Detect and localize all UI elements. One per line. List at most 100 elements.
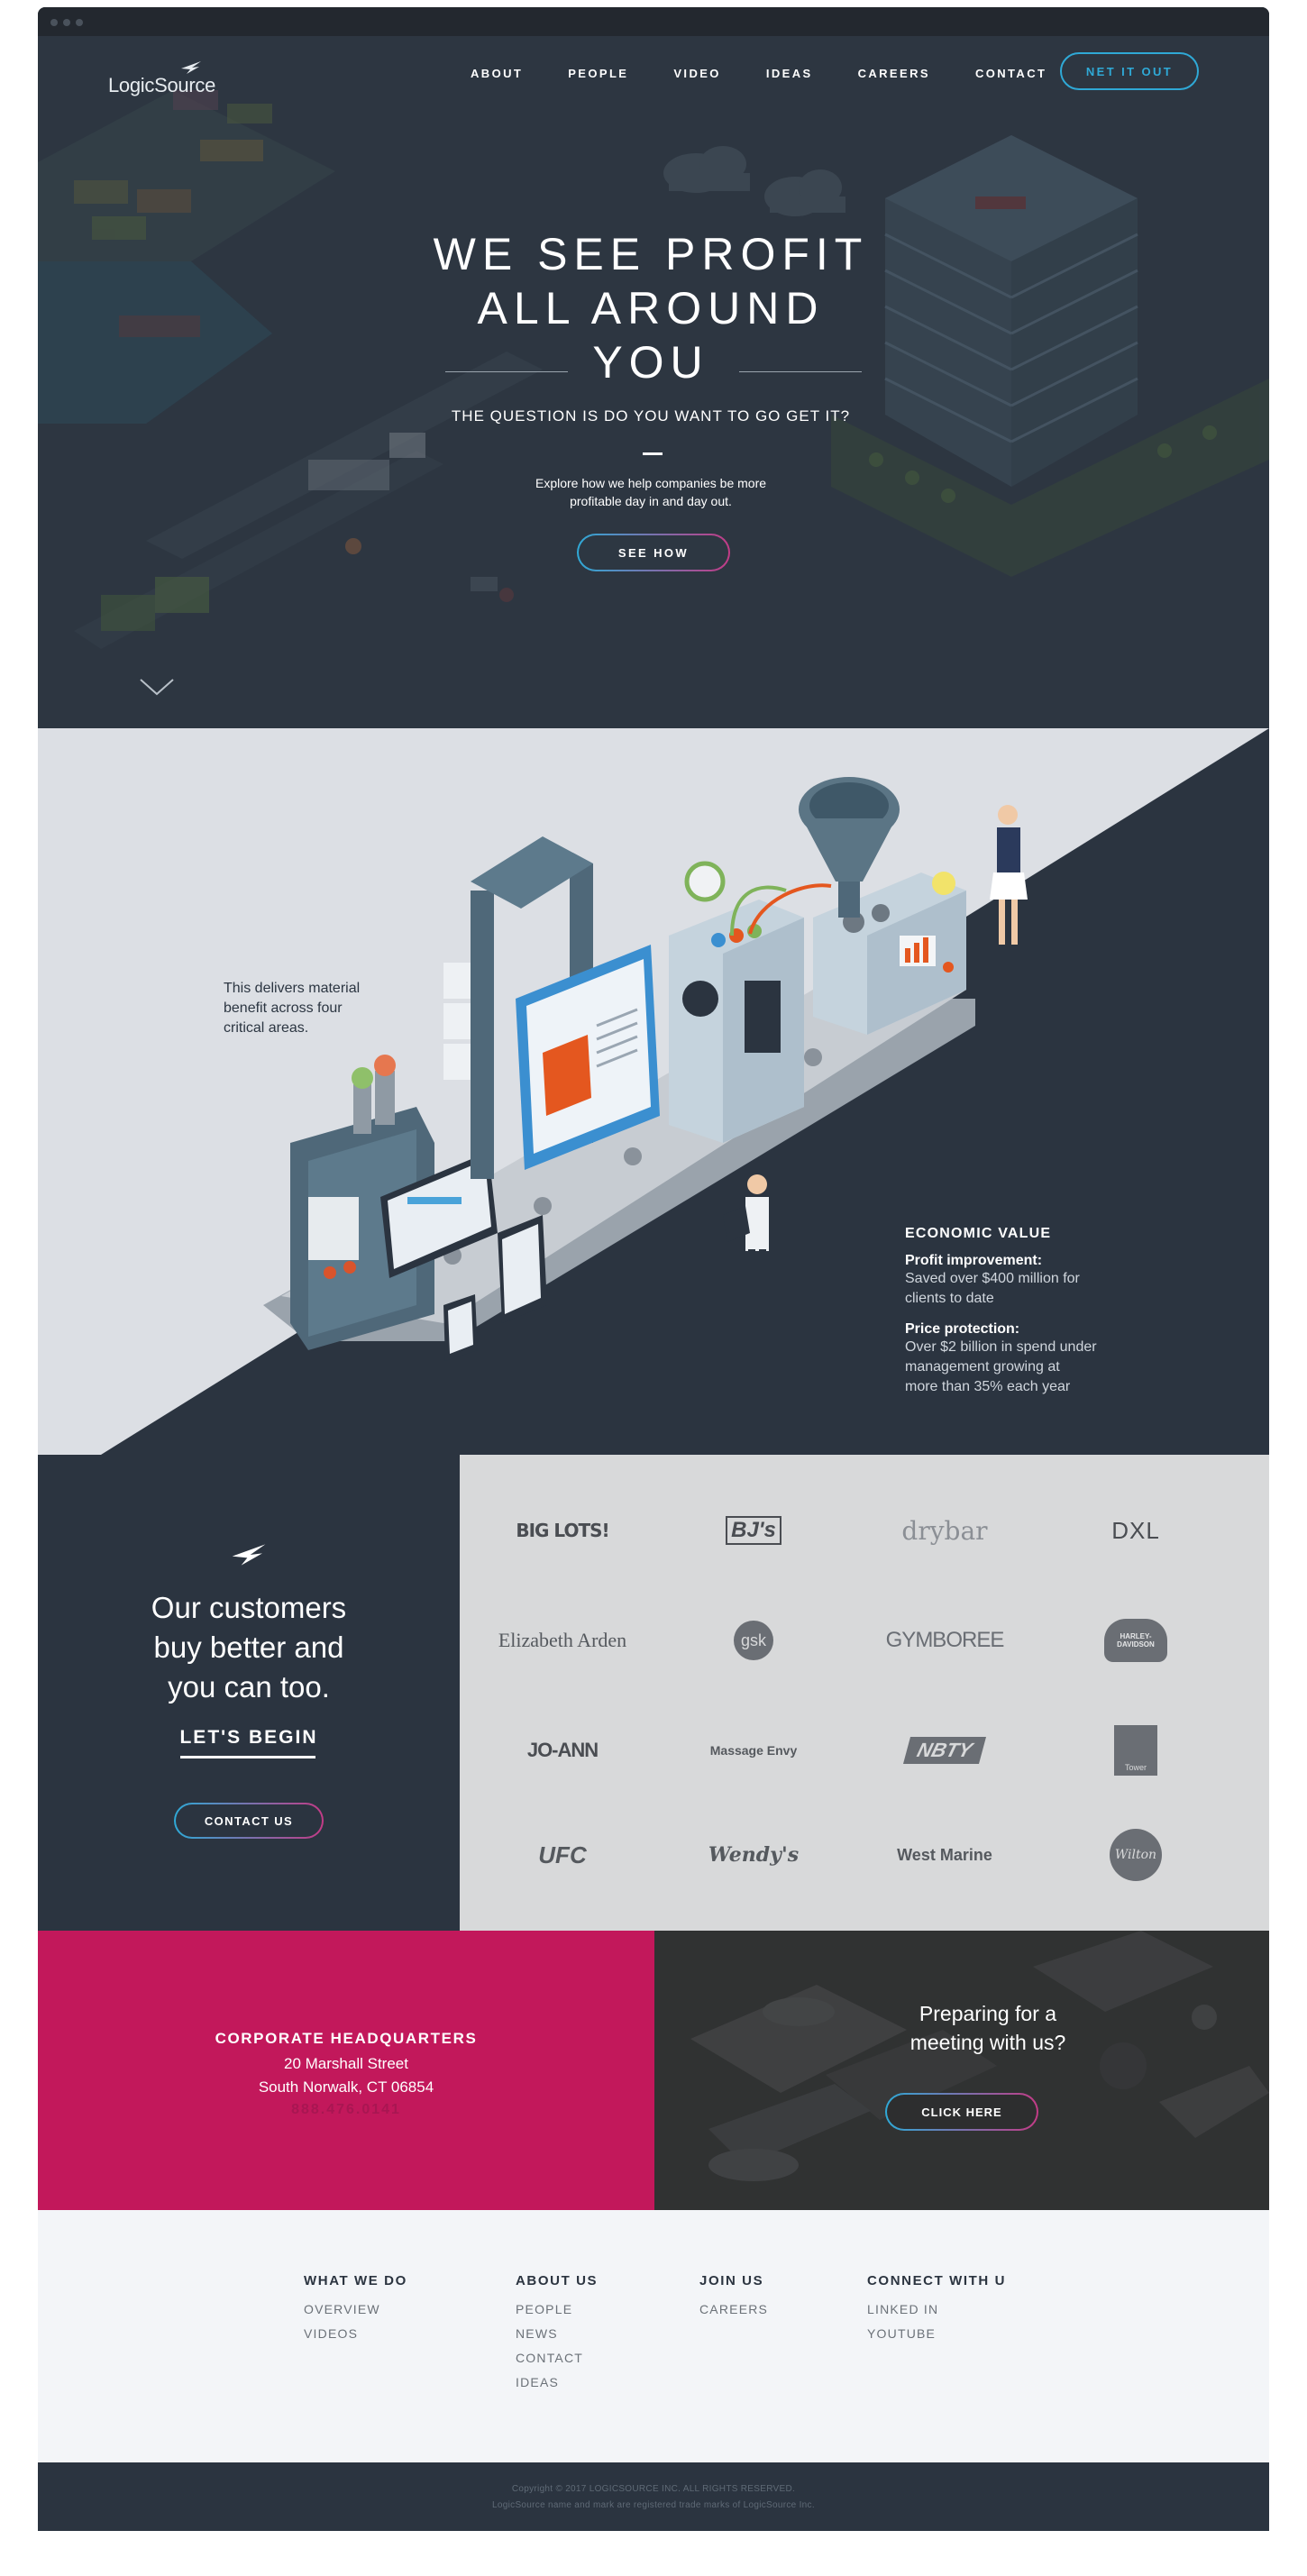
- econ-text-line: management growing at: [905, 1359, 1060, 1375]
- see-how-button[interactable]: SEE HOW: [577, 534, 730, 571]
- machine-note-line: critical areas.: [224, 1020, 309, 1036]
- hero-title: WE SEE PROFIT ALL AROUND YOU: [398, 227, 903, 389]
- machine-illustration: [38, 728, 1269, 1455]
- client-logo: Wilton: [1046, 1819, 1226, 1891]
- main-nav: ABOUT PEOPLE VIDEO IDEAS CAREERS CONTACT: [471, 67, 1092, 80]
- click-here-button[interactable]: CLICK HERE: [885, 2093, 1038, 2131]
- hero-description-line: profitable day in and day out.: [570, 494, 732, 508]
- client-logo-name: Tower: [1114, 1725, 1157, 1776]
- hero-city-illustration: [38, 36, 1269, 728]
- client-logo-name: GYMBOREE: [885, 1628, 1005, 1652]
- client-logo: Tower: [1046, 1714, 1226, 1786]
- footer-column-connect: CONNECT WITH U LINKED IN YOUTUBE: [867, 2273, 1006, 2346]
- hero-title-line: YOU: [592, 337, 709, 388]
- hero-divider: [643, 452, 663, 455]
- economic-value-title: ECONOMIC VALUE: [905, 1226, 1052, 1241]
- hero-title-line: WE SEE PROFIT: [433, 229, 869, 279]
- meeting-headline: Preparing for a meeting with us?: [871, 1999, 1105, 2057]
- client-logo-name: Wendy's: [708, 1843, 800, 1867]
- econ-text-line: clients to date: [905, 1291, 994, 1306]
- hero-section: LogicSource ABOUT PEOPLE VIDEO IDEAS CAR…: [38, 36, 1269, 728]
- machine-note-line: benefit across four: [224, 1000, 343, 1016]
- footer-link-overview[interactable]: OVERVIEW: [304, 2302, 380, 2316]
- nav-careers[interactable]: CAREERS: [857, 67, 930, 80]
- meeting-headline-line: Preparing for a: [919, 2002, 1057, 2025]
- client-logo: Wendy's: [663, 1819, 844, 1891]
- hero-subtitle: THE QUESTION IS DO YOU WANT TO GO GET IT…: [451, 407, 851, 425]
- client-logo: JO-ANN: [472, 1714, 653, 1786]
- econ-text-line: Over $2 billion in spend under: [905, 1339, 1097, 1355]
- client-logo: West Marine: [855, 1819, 1035, 1891]
- footer-link-people[interactable]: PEOPLE: [516, 2302, 573, 2316]
- nav-about[interactable]: ABOUT: [471, 67, 524, 80]
- customers-headline-line: Our customers: [151, 1591, 347, 1624]
- client-logos-grid: BIG LOTS! BJ's drybar DXL Elizabeth Arde…: [460, 1455, 1269, 1931]
- person-figure: [990, 805, 1028, 945]
- chevron-down-icon[interactable]: [139, 678, 175, 696]
- client-logo-name: DXL: [1111, 1516, 1160, 1544]
- client-logo: UFC: [472, 1819, 653, 1891]
- desk-photo: [654, 1931, 1269, 2210]
- footer-link-contact[interactable]: CONTACT: [516, 2351, 584, 2365]
- client-logo: GYMBOREE: [855, 1604, 1035, 1676]
- client-logo-name: West Marine: [897, 1845, 992, 1864]
- person-figure: [723, 1174, 769, 1303]
- customers-panel: Our customers buy better and you can too…: [38, 1455, 460, 1931]
- brand-name: LogicSource: [108, 74, 215, 96]
- nav-video[interactable]: VIDEO: [673, 67, 721, 80]
- footer-link-news[interactable]: NEWS: [516, 2326, 558, 2341]
- nav-contact[interactable]: CONTACT: [974, 67, 1047, 80]
- client-logo: BIG LOTS!: [472, 1494, 653, 1567]
- footer-link-videos[interactable]: VIDEOS: [304, 2326, 359, 2341]
- footer-heading: CONNECT WITH U: [867, 2273, 1007, 2288]
- machine-section: This delivers material benefit across fo…: [38, 728, 1269, 1455]
- machine-note: This delivers material benefit across fo…: [224, 979, 395, 1038]
- nav-ideas[interactable]: IDEAS: [765, 67, 813, 80]
- contact-us-button[interactable]: CONTACT US: [174, 1803, 324, 1839]
- copyright-text: Copyright © 2017 LOGICSOURCE INC. ALL RI…: [511, 2484, 796, 2494]
- hq-title: CORPORATE HEADQUARTERS: [215, 2030, 478, 2047]
- client-logo-name: BJ's: [726, 1516, 781, 1545]
- legal-bar: Copyright © 2017 LOGICSOURCE INC. ALL RI…: [38, 2462, 1269, 2531]
- footer-heading: JOIN US: [699, 2273, 764, 2288]
- title-rule-left: [445, 371, 568, 372]
- client-logo-name: Wilton: [1110, 1829, 1162, 1881]
- customers-headline: Our customers buy better and you can too…: [87, 1588, 411, 1707]
- econ-text-line: more than 35% each year: [905, 1379, 1071, 1394]
- client-logo-name: UFC: [538, 1841, 587, 1868]
- footer-heading: ABOUT US: [516, 2273, 599, 2288]
- price-protection-heading: Price protection:: [905, 1321, 1020, 1337]
- hq-address-line2: South Norwalk, CT 06854: [258, 2078, 434, 2096]
- client-logo-name: JO-ANN: [526, 1739, 599, 1761]
- nav-people[interactable]: PEOPLE: [568, 67, 629, 80]
- window-dot-icon[interactable]: [63, 19, 70, 26]
- title-rule-right: [739, 371, 862, 372]
- client-logo: Elizabeth Arden: [472, 1604, 653, 1676]
- profit-improvement-heading: Profit improvement:: [905, 1253, 1043, 1268]
- client-logo-name: gsk: [734, 1621, 773, 1660]
- footer-link-ideas[interactable]: IDEAS: [516, 2375, 560, 2389]
- hero-description-line: Explore how we help companies be more: [535, 476, 767, 490]
- hq-phone[interactable]: 888.476.0141: [291, 2102, 401, 2117]
- window-dot-icon[interactable]: [50, 19, 58, 26]
- swift-bird-icon: [181, 61, 201, 74]
- swift-bird-icon: [232, 1544, 266, 1566]
- client-logo-name: HARLEY-DAVIDSON: [1104, 1619, 1167, 1662]
- meeting-headline-line: meeting with us?: [909, 2031, 1066, 2054]
- headquarters-panel: CORPORATE HEADQUARTERS 20 Marshall Stree…: [38, 1931, 654, 2210]
- client-logo: HARLEY-DAVIDSON: [1046, 1604, 1226, 1676]
- window-dot-icon[interactable]: [76, 19, 83, 26]
- net-it-out-button[interactable]: NET IT OUT: [1060, 52, 1199, 90]
- footer-nav: WHAT WE DO OVERVIEW VIDEOS ABOUT US PEOP…: [38, 2210, 1269, 2462]
- hero-title-line: ALL AROUND: [477, 283, 825, 333]
- price-protection-text: Over $2 billion in spend under managemen…: [905, 1338, 1175, 1397]
- footer-column-about-us: ABOUT US PEOPLE NEWS CONTACT IDEAS: [516, 2273, 598, 2395]
- brand-logo[interactable]: LogicSource: [108, 59, 215, 97]
- profit-improvement-text: Saved over $400 million for clients to d…: [905, 1269, 1175, 1309]
- lets-begin-link[interactable]: LET'S BEGIN: [179, 1727, 318, 1748]
- econ-text-line: Saved over $400 million for: [905, 1271, 1080, 1286]
- footer-link-youtube[interactable]: YOUTUBE: [867, 2326, 937, 2341]
- footer-link-linkedin[interactable]: LINKED IN: [867, 2302, 939, 2316]
- footer-link-careers[interactable]: CAREERS: [699, 2302, 769, 2316]
- window-chrome: [38, 7, 1269, 36]
